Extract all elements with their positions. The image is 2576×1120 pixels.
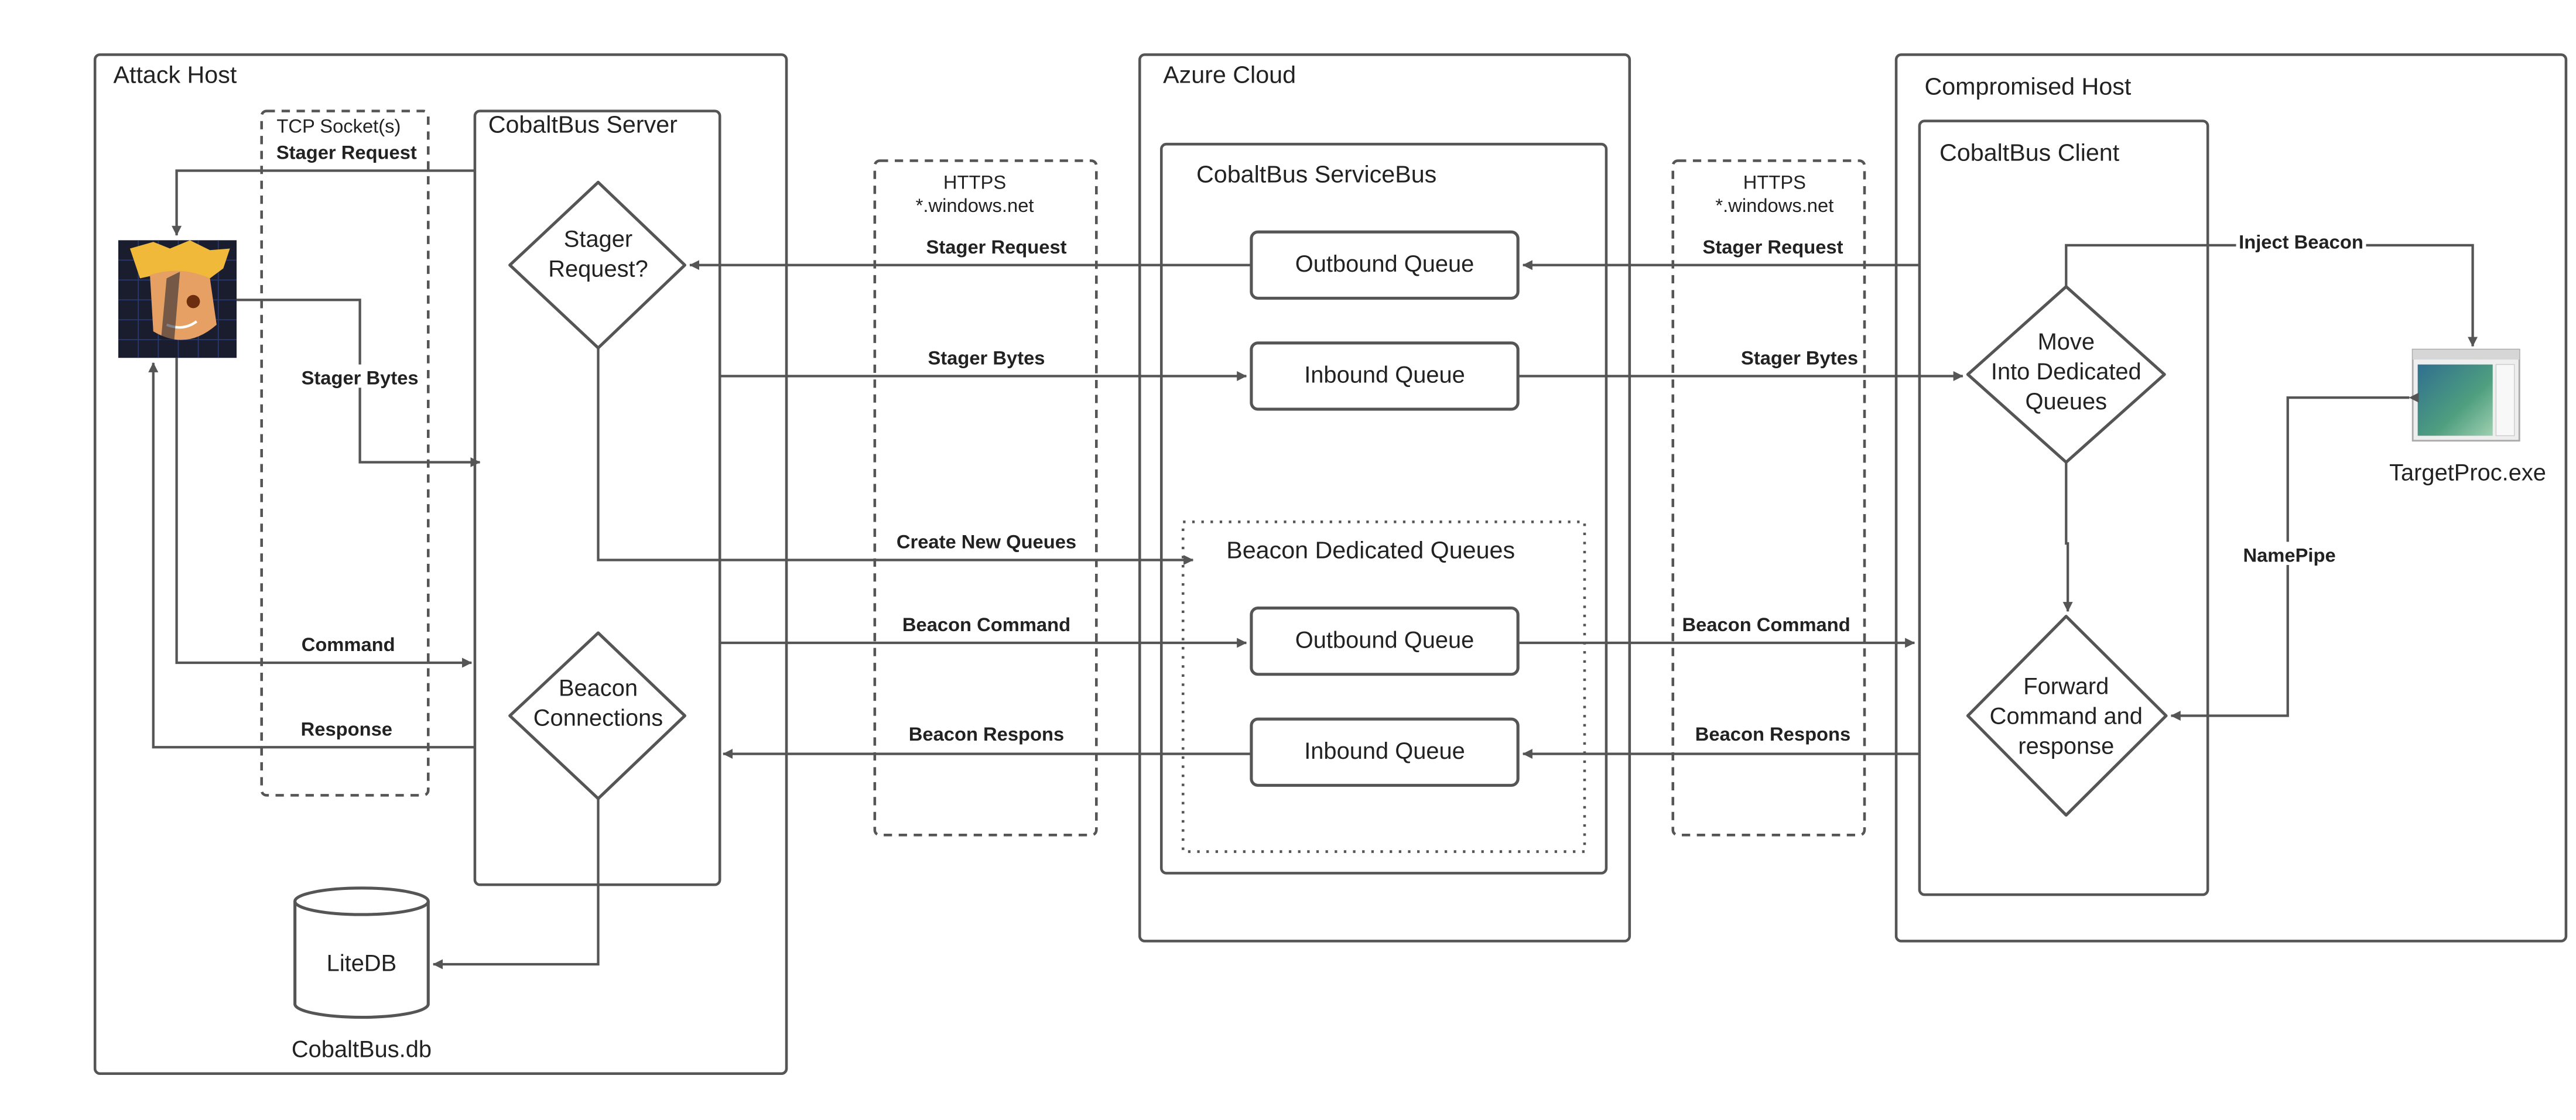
azure-cloud-container [1138, 53, 1631, 943]
move-decision-line-2: Into Dedicated [1991, 359, 2141, 385]
beacon-to-litedb-edge [432, 799, 600, 970]
inject-beacon-edge [2065, 244, 2478, 347]
https-left-zone [873, 159, 1098, 837]
compromised-host-title: Compromised Host [1924, 73, 2131, 100]
create-new-queues-label: Create New Queues [897, 531, 1076, 553]
cobaltbus-servicebus-title: CobaltBus ServiceBus [1196, 160, 1436, 187]
beacon-dedicated-queues-title: Beacon Dedicated Queues [1226, 537, 1515, 564]
command-label: Command [302, 633, 395, 655]
command-edge [175, 358, 473, 668]
beacon-command-right-label: Beacon Command [1682, 614, 1850, 635]
beacon-command-left-label: Beacon Command [902, 614, 1070, 635]
create-new-queues-edge [597, 348, 1194, 565]
azure-cloud-title: Azure Cloud [1163, 61, 1296, 88]
tcp-socket-label: TCP Socket(s) [276, 115, 401, 136]
target-proc-label: TargetProc.exe [2389, 460, 2546, 486]
beacon-decision-line-2: Connections [533, 705, 663, 731]
forward-command-decision [1966, 615, 2168, 817]
tcp-socket-zone [260, 109, 430, 797]
forward-decision-line-1: Forward [2023, 674, 2109, 700]
stager-bytes-tcp-label: Stager Bytes [302, 367, 419, 389]
litedb-label: LiteDB [327, 950, 397, 976]
inbound-queue-label: Inbound Queue [1304, 362, 1465, 388]
https-left-label: HTTPS [943, 172, 1006, 193]
stager-decision-line-1: Stager [564, 227, 632, 252]
attack-host-container [93, 53, 788, 1076]
stager-bytes-left-label: Stager Bytes [928, 347, 1045, 369]
response-label: Response [301, 718, 392, 740]
stager-request-right-label: Stager Request [1703, 236, 1843, 258]
https-right-label: HTTPS [1743, 172, 1806, 193]
beacon-inbound-queue [1250, 717, 1520, 787]
move-to-forward-edge [2062, 462, 2073, 612]
cobaltbus-servicebus-box [1159, 142, 1608, 875]
cobaltstrike-avatar-icon [118, 240, 237, 358]
beacon-outbound-queue [1250, 607, 1520, 676]
stager-request-left-label: Stager Request [926, 236, 1067, 258]
forward-decision-line-2: Command and [1990, 704, 2143, 729]
inject-beacon-label: Inject Beacon [2239, 231, 2363, 253]
namepipe-label: NamePipe [2243, 544, 2335, 566]
forward-decision-line-3: response [2018, 734, 2114, 759]
https-right-domain: *.windows.net [1715, 194, 1833, 216]
db-file-label: CobaltBus.db [292, 1037, 432, 1063]
move-decision-line-3: Queues [2026, 389, 2108, 415]
outbound-queue [1250, 230, 1520, 300]
beacon-respons-right-label: Beacon Respons [1695, 723, 1850, 745]
compromised-host-container [1894, 53, 2568, 943]
beacon-respons-left-label: Beacon Respons [909, 723, 1064, 745]
stager-request-tcp-edge [172, 169, 475, 236]
beacon-inbound-queue-label: Inbound Queue [1304, 738, 1465, 764]
https-right-zone [1671, 159, 1866, 837]
cobaltbus-client-title: CobaltBus Client [1939, 139, 2120, 166]
https-left-domain: *.windows.net [916, 194, 1034, 216]
beacon-decision-line-1: Beacon [559, 676, 638, 701]
litedb-cylinder [293, 886, 430, 1019]
cobaltbus-server-title: CobaltBus Server [488, 111, 678, 138]
application-window-icon [2411, 348, 2520, 442]
stager-decision-line-2: Request? [548, 256, 648, 282]
beacon-outbound-queue-label: Outbound Queue [1295, 628, 1475, 653]
stager-request-tcp-label: Stager Request [276, 142, 417, 163]
response-edge [148, 362, 475, 749]
outbound-queue-label: Outbound Queue [1295, 251, 1475, 277]
attack-host-title: Attack Host [113, 61, 237, 88]
beacon-dedicated-queues-zone [1181, 520, 1586, 853]
stager-bytes-right-label: Stager Bytes [1741, 347, 1858, 369]
move-decision-line-1: Move [2038, 329, 2095, 355]
